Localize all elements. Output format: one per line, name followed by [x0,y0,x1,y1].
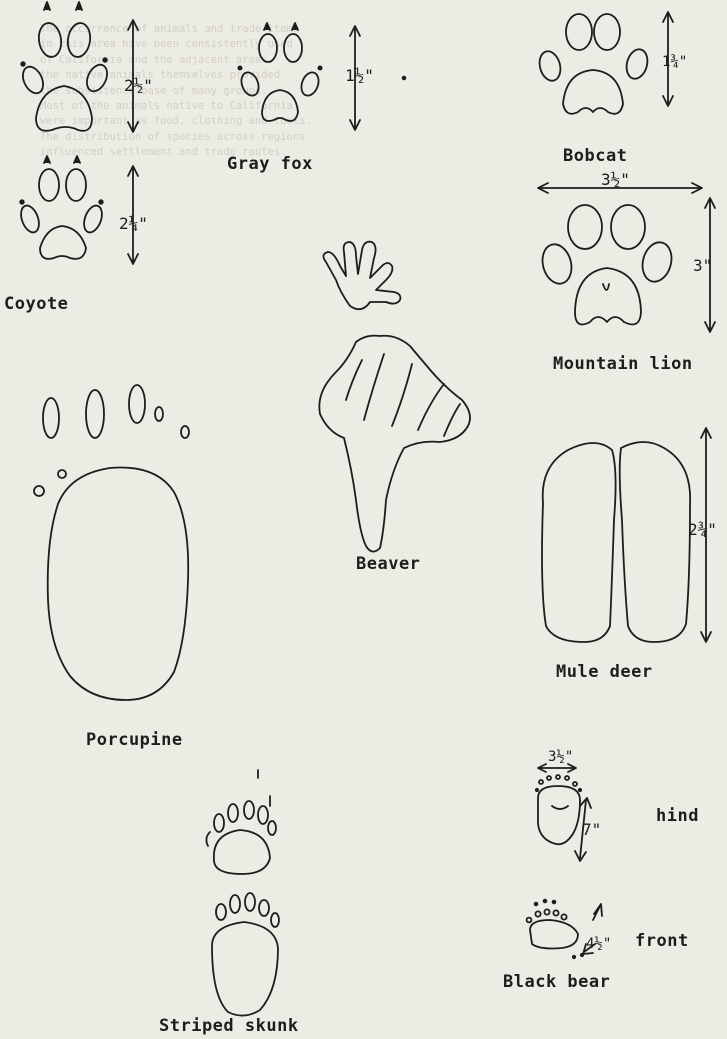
coyote-hind-size: 2¼" [119,214,148,233]
coyote-front-size: 2½" [124,76,153,95]
striped-skunk-label: Striped skunk [159,1016,299,1036]
mule-deer-size: 2¾" [688,520,717,539]
beaver-track [319,242,470,552]
gray-fox-label: Gray fox [227,154,313,174]
mountain-lion-length: 3" [693,256,712,275]
black-bear-hind-width: 3½" [548,749,573,765]
black-bear-front-width: 4½" [586,936,611,952]
coyote-label: Coyote [4,294,68,314]
striped-skunk-track [206,770,279,1016]
bobcat-track [536,12,673,114]
mountain-lion-label: Mountain lion [553,354,693,374]
beaver-label: Beaver [356,554,420,574]
mule-deer-label: Mule deer [556,662,653,682]
gray-fox-track [238,23,405,130]
mountain-lion-track [538,183,715,332]
black-bear-hind-length: 7" [582,820,601,839]
coyote-front-track [19,2,138,132]
porcupine-track [34,385,189,700]
black-bear-label: Black bear [503,972,610,992]
bobcat-label: Bobcat [563,146,627,166]
mountain-lion-width: 3½" [601,170,630,189]
black-bear-hind-label: hind [656,806,699,826]
black-bear-track [527,764,602,958]
porcupine-label: Porcupine [86,730,183,750]
black-bear-front-label: front [635,931,689,951]
mule-deer-track [542,428,711,642]
gray-fox-size: 1½" [345,66,374,85]
coyote-hind-track [18,156,138,264]
bobcat-size: 1¾" [662,54,687,70]
